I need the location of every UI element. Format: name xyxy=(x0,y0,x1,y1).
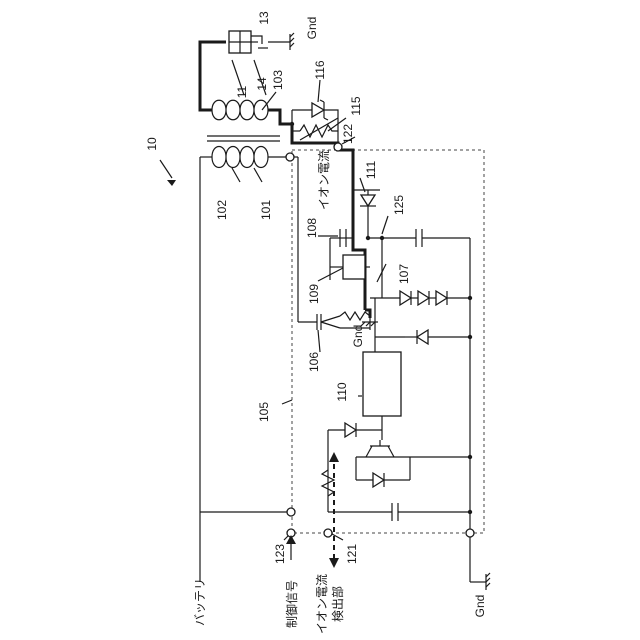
primary-terminal xyxy=(286,153,294,161)
label-node-107: 107 xyxy=(397,264,411,284)
label-control-ic: 110 xyxy=(335,382,349,401)
label-detector-109: 109 xyxy=(307,284,321,304)
ground-terminal xyxy=(466,529,474,537)
primary-coil-102 xyxy=(212,147,286,168)
label-ion-detector-2: 検出部 xyxy=(330,586,345,622)
hv-path-to-plug xyxy=(200,42,226,110)
detector-109 xyxy=(343,255,365,279)
label-battery: バッテリ xyxy=(193,578,207,626)
label-node-125: 125 xyxy=(392,195,406,215)
transistor-input xyxy=(366,440,394,457)
label-gnd-top: Gnd xyxy=(305,17,319,40)
ground-symbol-bottom xyxy=(486,573,490,590)
resistor-emitter xyxy=(340,312,370,320)
control-ic-110 xyxy=(363,352,401,416)
igbt-106 xyxy=(298,314,340,330)
secondary-coil-103 xyxy=(212,100,268,120)
label-zener-116: 116 xyxy=(313,60,327,79)
label-terminal-123: 123 xyxy=(273,544,287,564)
diode-input xyxy=(345,423,356,437)
label-terminal-122: 122 xyxy=(341,124,355,144)
diode-clamp xyxy=(417,330,428,344)
leader-106 xyxy=(318,330,320,352)
terminal-battery xyxy=(287,508,295,516)
label-igniter-105: 105 xyxy=(257,402,271,422)
label-gnd-bottom: Gnd xyxy=(473,595,487,618)
label-control-signal: 制御信号 xyxy=(284,580,299,628)
leader-102 xyxy=(232,168,240,182)
system-arrow-10 xyxy=(160,160,172,178)
label-ion-detector-1: イオン電流 xyxy=(315,574,329,634)
label-igbt-106: 106 xyxy=(307,352,321,372)
leader-101 xyxy=(254,168,262,182)
label-gnd-mid: Gnd xyxy=(351,325,365,348)
diode-string-107 xyxy=(400,291,447,305)
diode-111 xyxy=(360,195,376,206)
leader-116 xyxy=(318,80,320,102)
capacitor-bottom xyxy=(392,503,398,521)
ground-symbol-top xyxy=(290,33,294,50)
label-terminal-121: 121 xyxy=(345,544,359,564)
label-diode-111: 111 xyxy=(364,161,378,180)
terminal-121 xyxy=(324,529,332,537)
label-secondary-coil: 103 xyxy=(271,70,285,90)
label-ignition-coil: 101 xyxy=(259,200,273,220)
leader-123 xyxy=(284,536,288,540)
label-ion-current-wire: イオン電流 xyxy=(317,150,331,210)
label-resistor-115: 115 xyxy=(349,96,363,115)
label-primary-coil: 102 xyxy=(215,200,229,220)
label-plug-lead: 11 xyxy=(235,85,249,98)
leader-105 xyxy=(282,400,292,404)
diode-shunt xyxy=(373,473,384,487)
spark-plug-13 xyxy=(229,31,268,53)
label-core-rod: 14 xyxy=(255,77,269,91)
resistor-115 xyxy=(300,125,338,137)
label-capacitor-108: 108 xyxy=(305,218,319,238)
leader-125 xyxy=(382,216,388,234)
label-spark-plug: 13 xyxy=(257,11,271,25)
label-system-10: 10 xyxy=(145,137,159,151)
